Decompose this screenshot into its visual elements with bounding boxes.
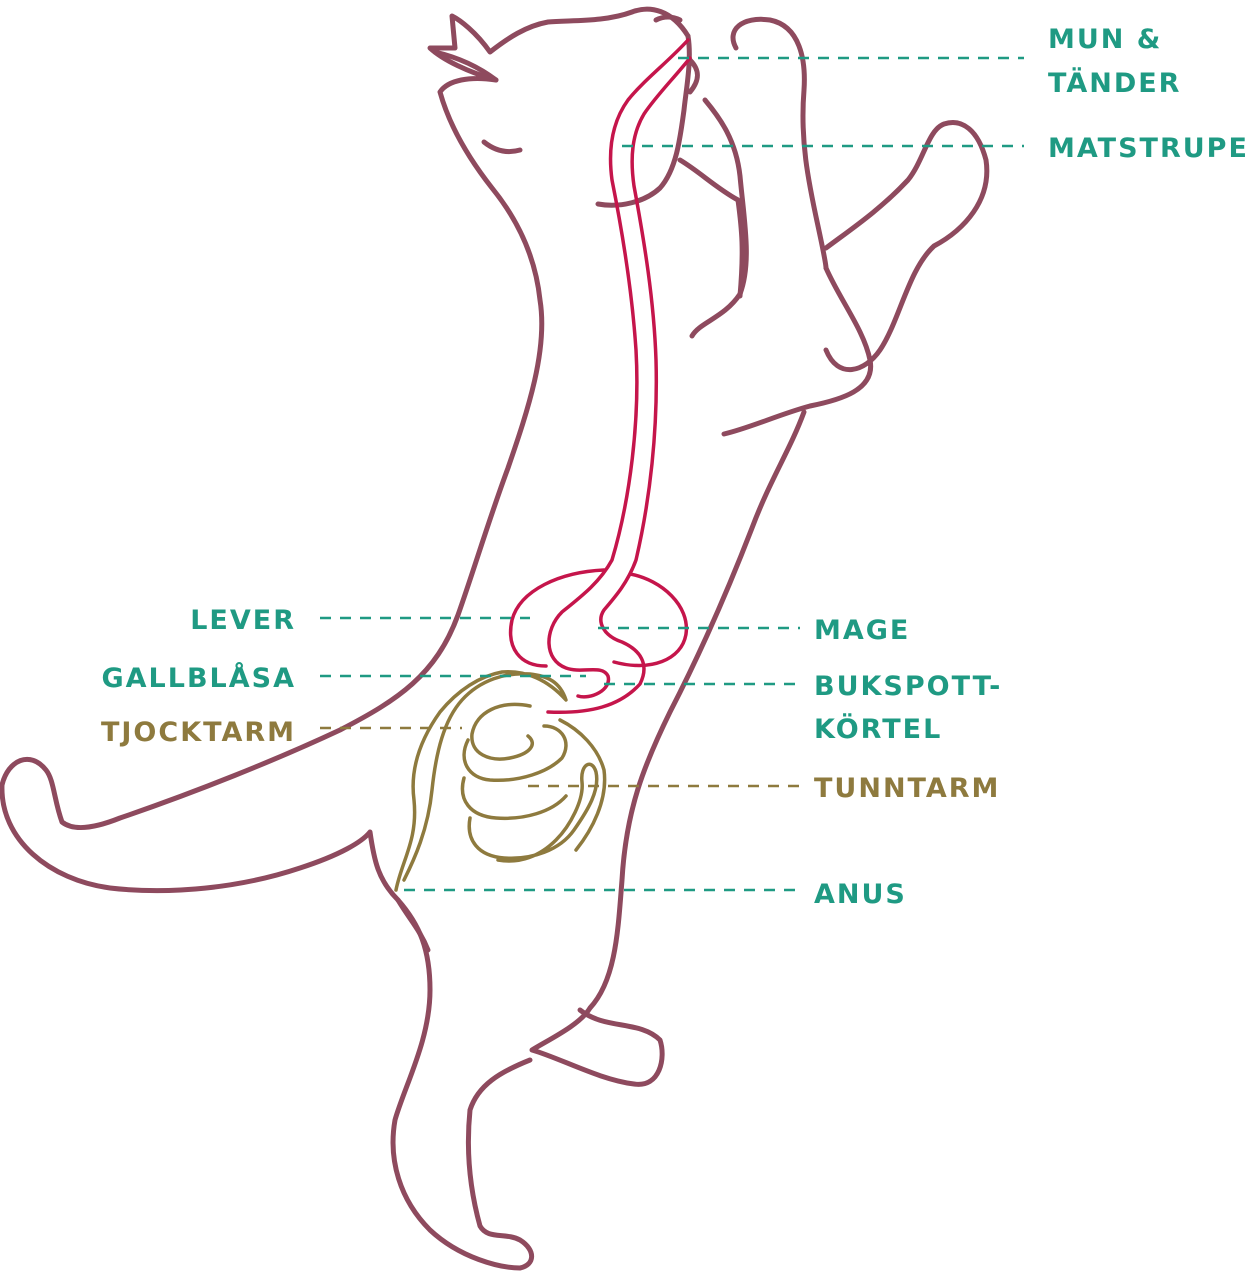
- label-pancreas-line1: BUKSPOTT-: [814, 671, 1002, 702]
- label-gallbladder: GALLBLÅSA: [102, 662, 297, 694]
- label-esophagus: MATSTRUPE: [1048, 133, 1245, 164]
- label-small-intestine: TUNNTARM: [814, 773, 1000, 804]
- leader-lines: [320, 56, 1024, 892]
- digestive-tract: [508, 38, 692, 715]
- esophagus-tube: [547, 38, 690, 699]
- large-intestine: [394, 670, 568, 892]
- cat-belly-outline: [529, 157, 807, 1087]
- esophagus-tube-inner: [546, 56, 692, 715]
- cat-back-outline: [0, 6, 691, 1271]
- label-large-intestine: TJOCKTARM: [101, 717, 296, 748]
- cat-second-paw: [721, 120, 990, 437]
- label-liver: LEVER: [190, 605, 296, 636]
- intestines: [394, 670, 607, 892]
- label-anus: ANUS: [814, 879, 907, 910]
- cat-nose: [653, 14, 683, 23]
- stomach: [508, 568, 689, 668]
- cat-ear-inner: [432, 49, 499, 83]
- cat-hip: [395, 897, 431, 953]
- label-stomach: MAGE: [814, 615, 910, 646]
- cat-jaw: [595, 33, 692, 208]
- cat-eye: [481, 139, 523, 155]
- labels: MUN & TÄNDER MATSTRUPE LEVER GALLBLÅSA T…: [101, 24, 1245, 910]
- cat-raised-paw: [687, 16, 829, 339]
- label-pancreas-line2: KÖRTEL: [814, 712, 942, 745]
- label-mouth-teeth-line2: TÄNDER: [1048, 67, 1181, 99]
- cat-outline: [0, 6, 990, 1271]
- small-intestine: [460, 702, 607, 863]
- label-mouth-teeth-line1: MUN &: [1048, 24, 1162, 55]
